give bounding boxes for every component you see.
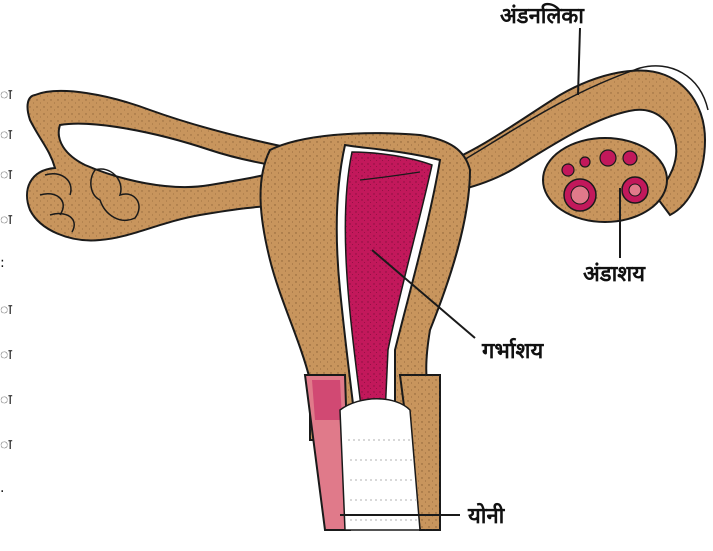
edge-glyph: . [0,480,10,496]
edge-glyph: : [0,255,10,271]
label-ovary: अंडाशय [583,258,645,288]
edge-glyph: ा [0,390,10,409]
left-fallopian-tube [27,91,300,240]
edge-glyph: ा [0,165,10,184]
edge-glyph: ा [0,345,10,364]
label-fallopian-tube: अंडनलिका [500,0,584,30]
label-vagina: योनी [468,500,504,530]
edge-glyph: ा [0,85,10,104]
edge-glyph: ा [0,210,10,229]
ovary [543,138,667,222]
edge-glyph: ा [0,125,10,144]
edge-glyph: ा [0,300,10,319]
label-uterus: गर्भाशय [482,335,543,365]
vagina [305,375,440,530]
edge-glyph: ा [0,435,10,454]
